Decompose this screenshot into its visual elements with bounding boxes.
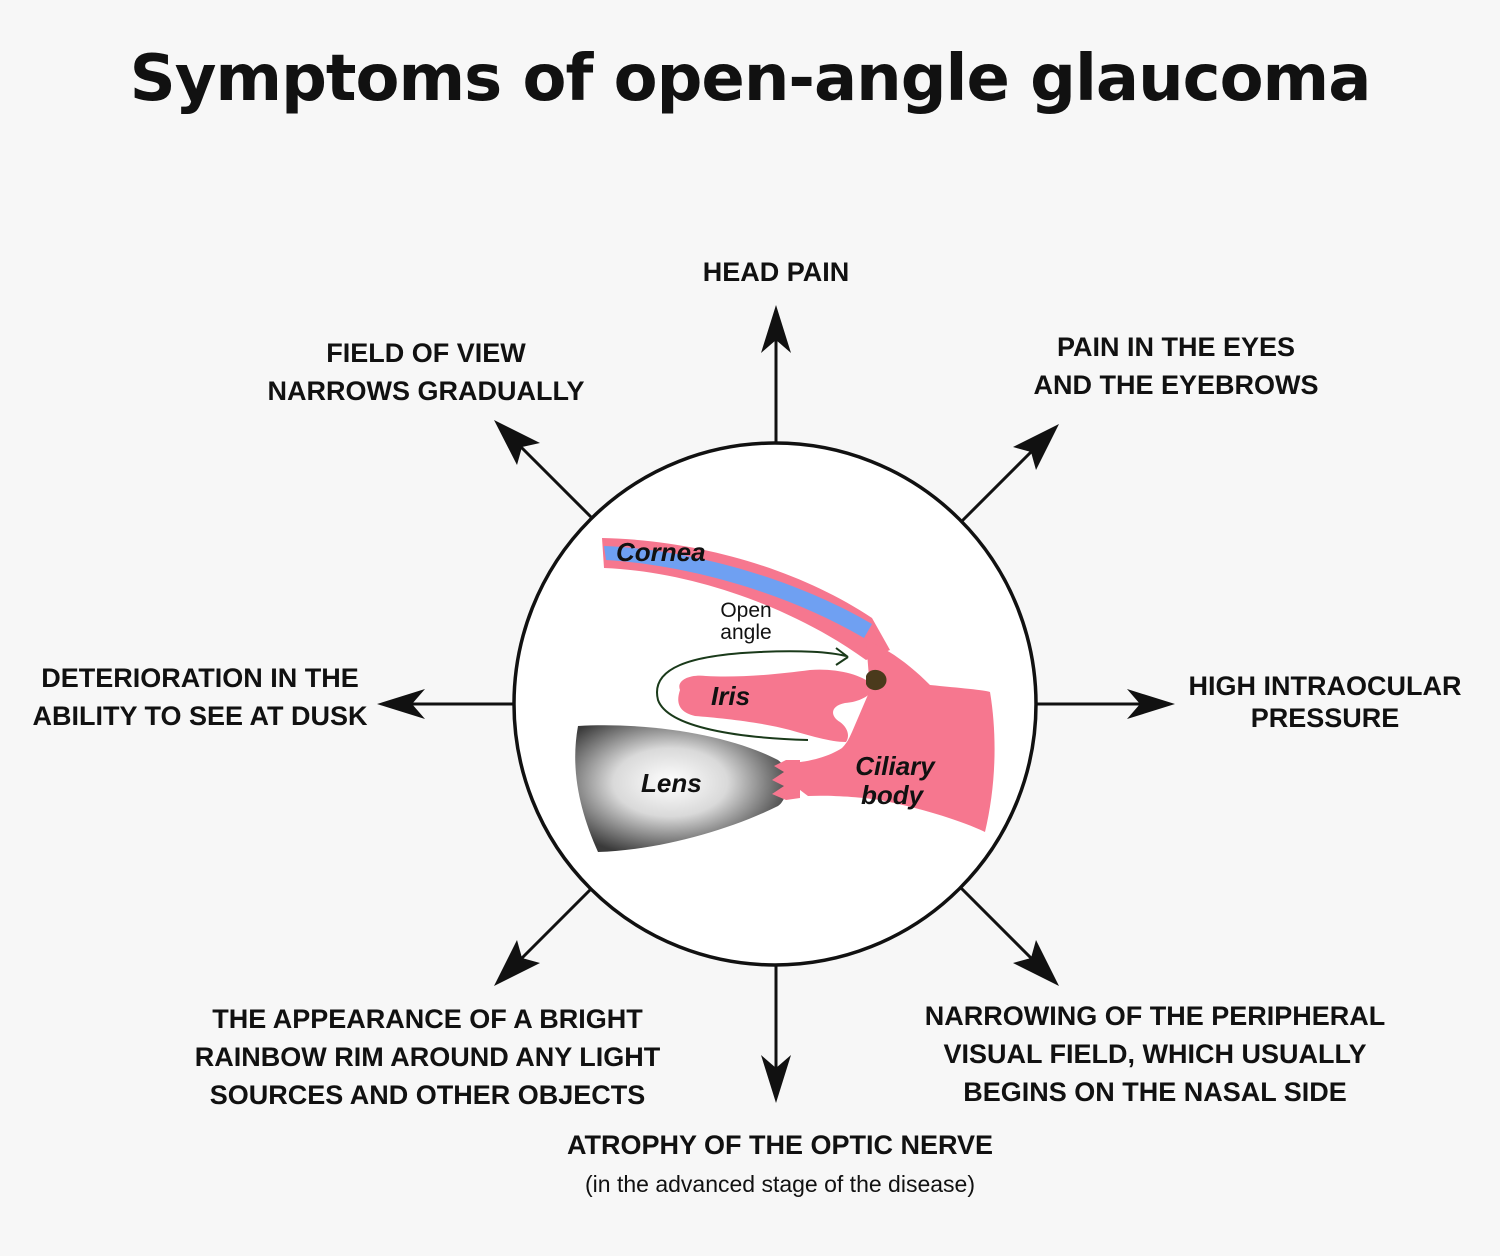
symptom-line: NARROWS GRADUALLY (267, 376, 585, 406)
cornea-shape (604, 546, 872, 638)
open-angle-label-line1: Open (720, 599, 771, 622)
symptom-intraocular-pressure: HIGH INTRAOCULAR PRESSURE (1170, 670, 1480, 734)
symptom-line: BEGINS ON THE NASAL SIDE (963, 1077, 1347, 1107)
symptom-line: AND THE EYEBROWS (1033, 370, 1319, 400)
arrow-up-left (494, 420, 594, 520)
page-title: Symptoms of open-angle glaucoma (129, 42, 1372, 116)
symptom-line: ATROPHY OF THE OPTIC NERVE (566, 1130, 994, 1160)
arrows (377, 305, 1175, 1103)
trabecular-meshwork (866, 669, 887, 691)
ciliary-body-label-line2: body (861, 780, 925, 810)
arrow-down (761, 966, 791, 1103)
ciliary-body-label-line1: Ciliary (855, 751, 936, 781)
symptom-line: HEAD PAIN (702, 257, 850, 287)
symptom-line: THE APPEARANCE OF A BRIGHT (212, 1004, 643, 1034)
symptom-head-pain: HEAD PAIN (626, 253, 926, 291)
eye-tissue (602, 538, 995, 832)
symptom-peripheral-field: NARROWING OF THE PERIPHERAL VISUAL FIELD… (880, 997, 1430, 1111)
arrow-up-right (959, 424, 1059, 524)
symptom-note: (in the advanced stage of the disease) (585, 1171, 975, 1197)
symptom-line: VISUAL FIELD, WHICH USUALLY (943, 1039, 1367, 1069)
symptom-line: FIELD OF VIEW (326, 338, 526, 368)
symptom-field-of-view: FIELD OF VIEW NARROWS GRADUALLY (226, 334, 626, 410)
arrow-up (761, 305, 791, 442)
symptom-dusk-vision: DETERIORATION IN THE ABILITY TO SEE AT D… (0, 659, 400, 735)
arrow-left (377, 689, 514, 719)
symptom-line: PRESSURE (1250, 703, 1400, 733)
symptom-line: SOURCES AND OTHER OBJECTS (209, 1080, 646, 1110)
symptom-line: RAINBOW RIM AROUND ANY LIGHT (194, 1042, 661, 1072)
lens-shape (575, 725, 787, 852)
arrow-down-right (959, 886, 1059, 986)
symptom-line: NARROWING OF THE PERIPHERAL (924, 1001, 1386, 1031)
iris-shape (678, 669, 873, 742)
iris-label: Iris (711, 681, 750, 711)
arrow-down-left (494, 886, 594, 986)
symptom-line: HIGH INTRAOCULAR (1188, 671, 1462, 701)
cornea-label: Cornea (616, 537, 706, 567)
symptom-line: DETERIORATION IN THE (41, 663, 359, 693)
symptom-line: ABILITY TO SEE AT DUSK (32, 701, 368, 731)
symptom-pain-eyes: PAIN IN THE EYES AND THE EYEBROWS (976, 328, 1376, 404)
symptom-line: PAIN IN THE EYES (1056, 332, 1296, 362)
lens-label: Lens (641, 768, 702, 798)
aqueous-flow-arrow (656, 650, 847, 741)
symptom-optic-nerve: ATROPHY OF THE OPTIC NERVE (in the advan… (500, 1126, 1060, 1204)
arrow-right (1035, 689, 1175, 719)
open-angle-label-line2: angle (720, 621, 771, 644)
symptom-rainbow-rim: THE APPEARANCE OF A BRIGHT RAINBOW RIM A… (150, 1000, 705, 1114)
